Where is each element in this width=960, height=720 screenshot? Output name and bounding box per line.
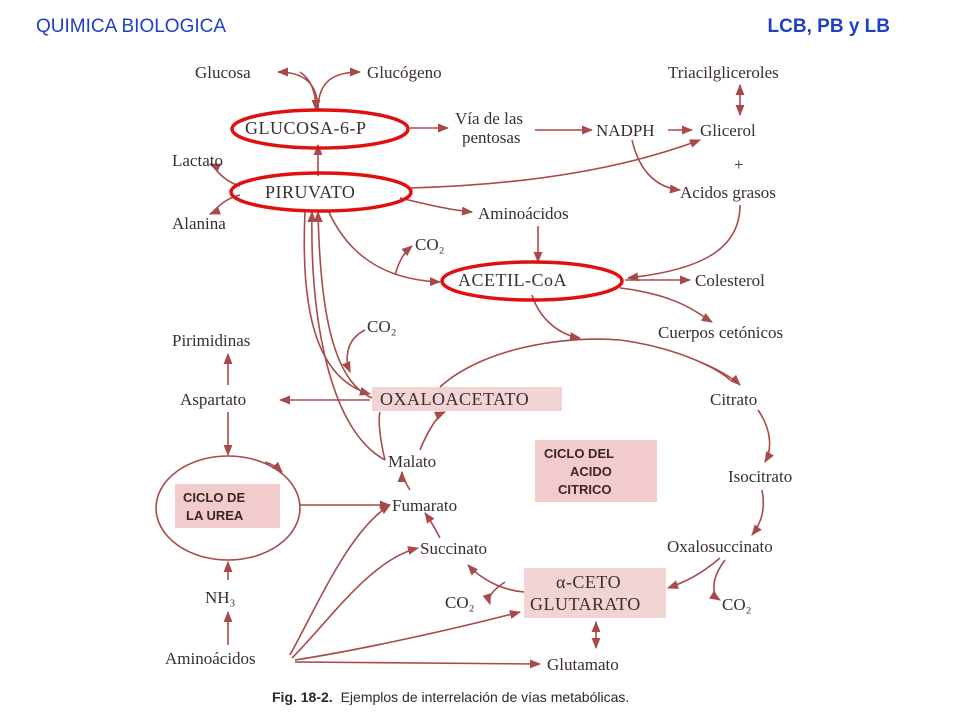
arrow-oxalosuccinato-aceto (666, 557, 721, 589)
arrow-malato-oxaloacetato (419, 411, 447, 451)
label-aspartato: Aspartato (180, 390, 246, 409)
label-aminoacidos-bottom: Aminoácidos (165, 649, 256, 668)
label-succinato: Succinato (420, 539, 487, 558)
highlight-acetil-coa (440, 260, 624, 302)
arrow-piruvato-oxaloacetato (303, 211, 372, 396)
arrow-aceto-succinato (467, 564, 525, 593)
arrow-acidos-acetil (626, 204, 741, 282)
figure-caption: Fig. 18-2. Ejemplos de interrelación de … (272, 689, 629, 705)
arrow-co2-4 (709, 559, 726, 601)
label-ciclo-urea-1: CICLO DE (183, 490, 245, 505)
label-co2-4: CO₂ (722, 595, 752, 614)
label-co2-1: CO₂ (415, 235, 445, 254)
label-ciclo-urea-2: LA UREA (186, 508, 244, 523)
arrow-aminoacidos-succinato (291, 546, 420, 659)
cycle-left (378, 411, 386, 461)
label-glucosa: Glucosa (195, 63, 251, 82)
label-ciclo-acido-2: ACIDO (570, 464, 612, 479)
label-glicerol: Glicerol (700, 121, 756, 140)
arrow-piruvato-acetil (327, 209, 442, 287)
label-glucosa-6-p: GLUCOSA-6-P (245, 118, 367, 138)
oxaloacetato-box (372, 387, 562, 411)
arrow-to-citrato (699, 361, 741, 386)
label-ciclo-acido-3: CITRICO (558, 482, 611, 497)
arrow-co2-3 (482, 581, 506, 606)
ciclo-acido-citrico-box (535, 440, 657, 502)
arrow-co2-2 (341, 329, 366, 374)
label-malato: Malato (388, 452, 436, 471)
arrow-urea-cycle (264, 461, 283, 473)
label-alanina: Alanina (172, 214, 226, 233)
label-oxaloacetato: OXALOACETATO (380, 389, 529, 409)
label-triacilgliceroles: Triacilgliceroles (668, 63, 779, 82)
label-via-pentosas-2: pentosas (462, 128, 521, 147)
urea-cycle-ring (155, 455, 301, 561)
highlight-piruvato (229, 171, 413, 213)
arrow-succinato-fumarato (424, 512, 441, 539)
arrow-piruvato-glicerol (409, 139, 702, 189)
label-alfa-ceto-1: α-CETO (556, 572, 621, 592)
arrow-nadph-acidos (631, 139, 682, 194)
label-acidos-grasos: Acidos grasos (680, 183, 776, 202)
label-aminoacidos-top: Aminoácidos (478, 204, 569, 223)
label-nadph: NADPH (596, 121, 655, 140)
label-oxalosuccinato: Oxalosuccinato (667, 537, 773, 556)
caption-fig-number: Fig. 18-2. (272, 689, 333, 705)
label-fumarato: Fumarato (392, 496, 457, 515)
label-lactato: Lactato (172, 151, 223, 170)
arrow-glucosa-g6p (299, 71, 321, 112)
arrow-piruvato-aminoacidos (399, 197, 474, 216)
alfa-cetoglutarato-box (524, 568, 666, 618)
ciclo-urea-box (175, 484, 280, 528)
label-ciclo-acido-1: CICLO DEL (544, 446, 614, 461)
node-labels: Glucosa Glucógeno Triacilgliceroles GLUC… (165, 63, 792, 674)
label-pirimidinas: Pirimidinas (172, 331, 250, 350)
label-glutamato: Glutamato (547, 655, 619, 674)
arrow-aminoacidos-fumarato (289, 504, 391, 656)
caption-text: Ejemplos de interrelación de vías metabó… (341, 689, 630, 705)
label-plus: + (734, 155, 744, 174)
arrow-fumarato-malato (397, 470, 411, 491)
label-glucogeno: Glucógeno (367, 63, 442, 82)
highlight-rings (229, 108, 624, 302)
label-isocitrato: Isocitrato (728, 467, 792, 486)
pathway-arrows (155, 67, 774, 669)
arrow-isocitrato-oxalosuccinato (751, 489, 765, 536)
header-right-title: LCB, PB y LB (767, 16, 890, 37)
label-colesterol: Colesterol (695, 271, 765, 290)
label-alfa-ceto-2: GLUTARATO (530, 594, 641, 614)
highlight-glucosa-6-p (230, 108, 410, 150)
label-citrato: Citrato (710, 390, 757, 409)
label-co2-3: CO₂ (445, 593, 475, 612)
label-piruvato: PIRUVATO (265, 182, 355, 202)
label-via-pentosas-1: Vía de las (455, 109, 523, 128)
arrow-co2-1 (394, 245, 413, 276)
label-cuerpos-cetonicos: Cuerpos cetónicos (658, 323, 783, 342)
arrow-malato-piruvato (307, 210, 386, 461)
figure-panel (150, 50, 840, 710)
label-nh3: NH₃ (205, 588, 236, 607)
arrow-aminoacidos-glutamato (294, 659, 542, 669)
header-left-title: QUIMICA BIOLOGICA (36, 16, 227, 37)
label-co2-2: CO₂ (367, 317, 397, 336)
label-acetil-coa: ACETIL-CoA (458, 270, 567, 290)
arrow-acetil-cetonicos (619, 287, 713, 323)
arrow-citrato-isocitrato (757, 409, 774, 463)
arrow-aminoacidos-aceto (294, 610, 522, 661)
